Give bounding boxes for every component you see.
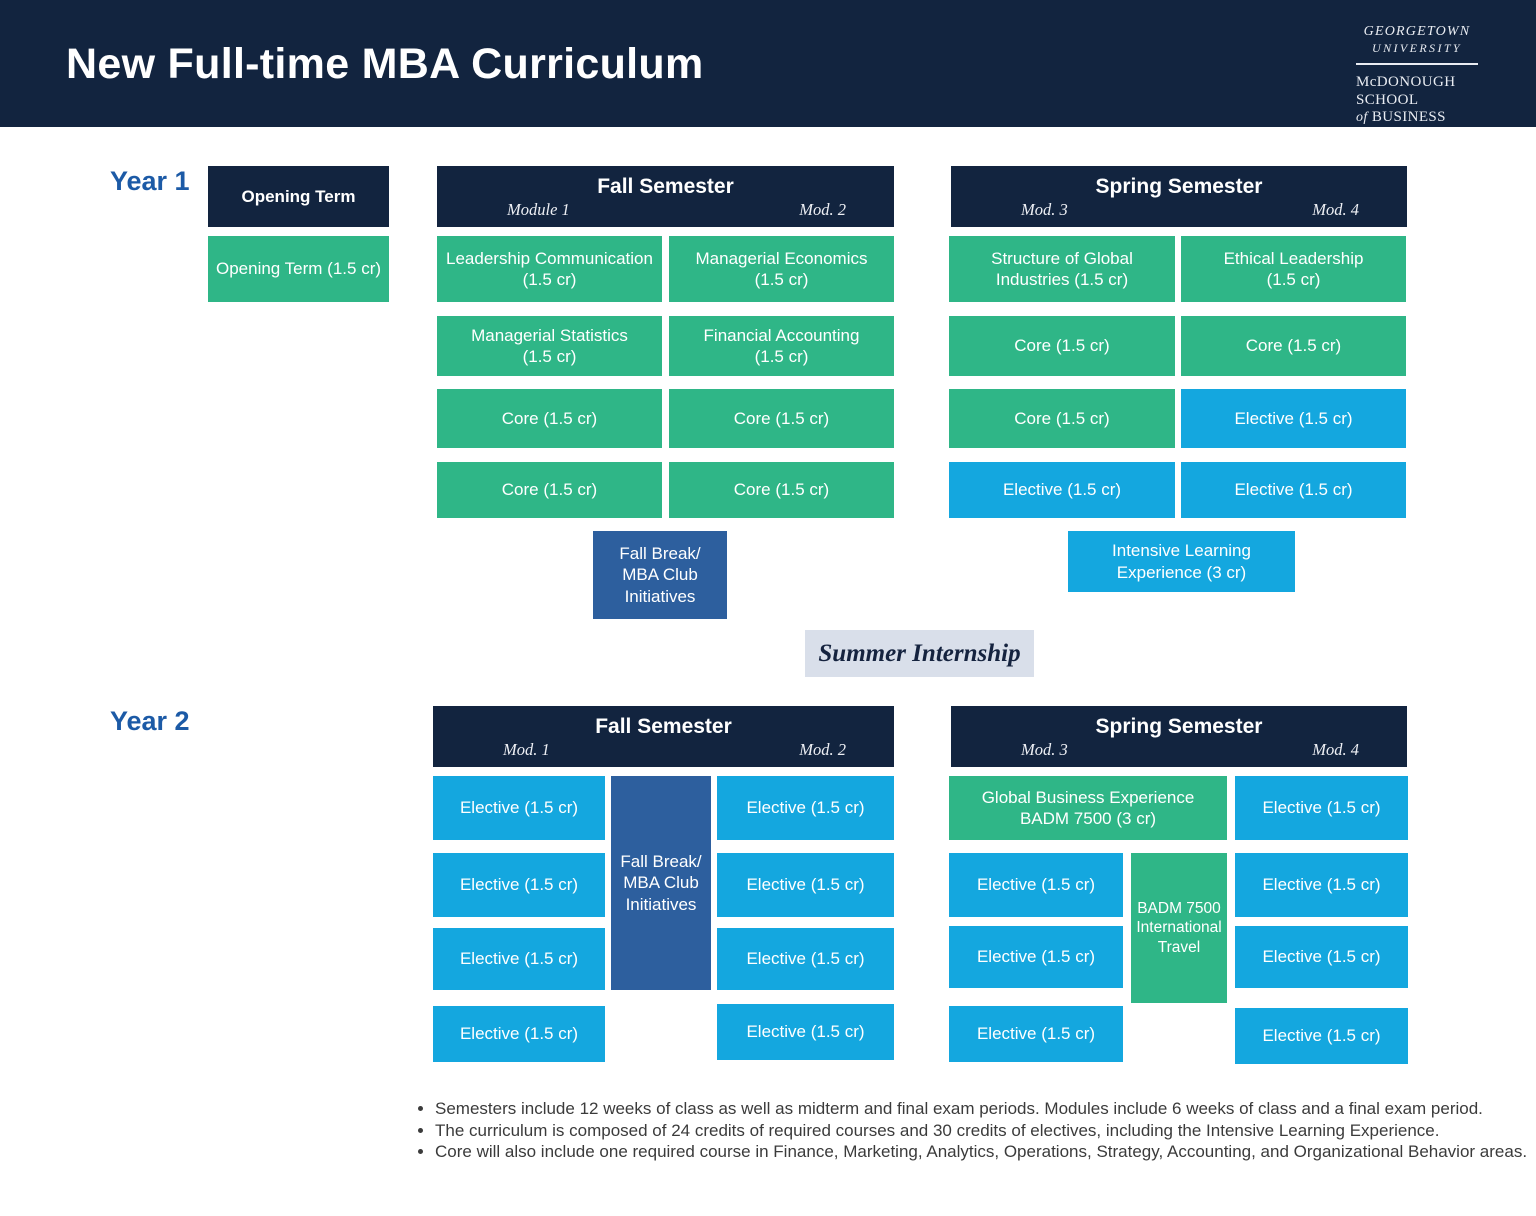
- page-title: New Full-time MBA Curriculum: [66, 40, 704, 88]
- y2-badm-international-travel-box: BADM 7500 International Travel: [1131, 853, 1227, 1003]
- y1-fall-break-box: Fall Break/ MBA Club Initiatives: [593, 531, 727, 619]
- logo-school-line2: SCHOOL: [1356, 91, 1419, 108]
- logo-business-word: BUSINESS: [1371, 109, 1446, 126]
- y1-fall-course-2: Managerial Economics (1.5 cr): [669, 236, 894, 302]
- y2-fall-elective-left-3: Elective (1.5 cr): [433, 928, 605, 990]
- y2-fall-elective-right-2: Elective (1.5 cr): [717, 853, 894, 917]
- y2-fall-elective-left-1: Elective (1.5 cr): [433, 776, 605, 840]
- y2-spring-elective-left-1: Elective (1.5 cr): [949, 853, 1123, 917]
- y1-fall-course-1: Leadership Communication (1.5 cr): [437, 236, 662, 302]
- y2-spring-semester-header: Spring Semester Mod. 3 Mod. 4: [951, 706, 1407, 767]
- y1-fall-course-5: Core (1.5 cr): [437, 389, 662, 448]
- logo-divider: [1356, 63, 1478, 65]
- y2-spring-elective-left-2: Elective (1.5 cr): [949, 926, 1123, 988]
- y1-fall-course-7: Core (1.5 cr): [437, 462, 662, 518]
- y2-fall-elective-left-2: Elective (1.5 cr): [433, 853, 605, 917]
- y1-spring-course-1: Structure of Global Industries (1.5 cr): [949, 236, 1175, 302]
- y2-fall-elective-left-4: Elective (1.5 cr): [433, 1006, 605, 1062]
- y1-spring-course-4: Core (1.5 cr): [1181, 316, 1406, 376]
- year1-label: Year 1: [110, 166, 190, 196]
- y2-fall-break-box: Fall Break/ MBA Club Initiatives: [611, 776, 711, 990]
- y2-spring-elective-right-2: Elective (1.5 cr): [1235, 853, 1408, 917]
- y2-fall-module-left: Mod. 1: [503, 740, 550, 759]
- y1-fall-course-6: Core (1.5 cr): [669, 389, 894, 448]
- y1-fall-title: Fall Semester: [597, 175, 734, 198]
- footnote-1: Semesters include 12 weeks of class as w…: [435, 1098, 1536, 1120]
- y2-spring-module-right: Mod. 4: [1312, 740, 1359, 759]
- y1-spring-title: Spring Semester: [1095, 175, 1263, 198]
- y1-fall-course-4: Financial Accounting (1.5 cr): [669, 316, 894, 376]
- logo-of-word: of: [1356, 110, 1368, 126]
- y1-opening-term-header: Opening Term: [208, 166, 389, 227]
- y2-global-business-experience-box: Global Business Experience BADM 7500 (3 …: [949, 776, 1227, 840]
- y1-spring-module-right: Mod. 4: [1312, 200, 1359, 219]
- y2-spring-elective-left-3: Elective (1.5 cr): [949, 1006, 1123, 1062]
- y2-fall-elective-right-3: Elective (1.5 cr): [717, 928, 894, 990]
- summer-internship-banner: Summer Internship: [805, 630, 1034, 677]
- logo-school-line3: of BUSINESS: [1356, 109, 1478, 127]
- footnote-3: Core will also include one required cour…: [435, 1141, 1536, 1163]
- y1-fall-module-left: Module 1: [507, 200, 570, 219]
- y2-spring-module-left: Mod. 3: [1021, 740, 1068, 759]
- logo-university-line1: GEORGETOWN: [1363, 24, 1471, 39]
- y2-fall-module-right: Mod. 2: [799, 740, 846, 759]
- y1-spring-course-6: Elective (1.5 cr): [1181, 389, 1406, 448]
- year2-label: Year 2: [110, 706, 190, 736]
- y2-fall-elective-right-1: Elective (1.5 cr): [717, 776, 894, 840]
- y2-spring-elective-right-4: Elective (1.5 cr): [1235, 1008, 1408, 1064]
- footnote-2: The curriculum is composed of 24 credits…: [435, 1120, 1536, 1142]
- y1-spring-course-7: Elective (1.5 cr): [949, 462, 1175, 518]
- y1-spring-course-5: Core (1.5 cr): [949, 389, 1175, 448]
- y1-opening-term-course: Opening Term (1.5 cr): [208, 236, 389, 302]
- footnotes-list: Semesters include 12 weeks of class as w…: [403, 1098, 1536, 1163]
- logo-school-line1: McDONOUGH: [1356, 74, 1456, 90]
- y1-spring-course-3: Core (1.5 cr): [949, 316, 1175, 376]
- y2-fall-title: Fall Semester: [595, 715, 732, 738]
- y2-spring-elective-right-3: Elective (1.5 cr): [1235, 926, 1408, 988]
- logo-university-line2: UNIVERSITY: [1372, 41, 1462, 55]
- y2-fall-semester-header: Fall Semester Mod. 1 Mod. 2: [433, 706, 894, 767]
- y1-spring-course-2: Ethical Leadership (1.5 cr): [1181, 236, 1406, 302]
- y1-fall-module-right: Mod. 2: [799, 200, 846, 219]
- y1-fall-semester-header: Fall Semester Module 1 Mod. 2: [437, 166, 894, 227]
- y1-spring-semester-header: Spring Semester Mod. 3 Mod. 4: [951, 166, 1407, 227]
- y2-spring-title: Spring Semester: [1095, 715, 1263, 738]
- y2-fall-elective-right-4: Elective (1.5 cr): [717, 1004, 894, 1060]
- y2-spring-elective-right-1: Elective (1.5 cr): [1235, 776, 1408, 840]
- y1-intensive-learning-box: Intensive Learning Experience (3 cr): [1068, 531, 1295, 592]
- y1-fall-course-8: Core (1.5 cr): [669, 462, 894, 518]
- georgetown-logo: GEORGETOWN UNIVERSITY McDONOUGH SCHOOL o…: [1356, 24, 1478, 127]
- header-band: New Full-time MBA Curriculum GEORGETOWN …: [0, 0, 1536, 127]
- y1-spring-module-left: Mod. 3: [1021, 200, 1068, 219]
- y1-fall-course-3: Managerial Statistics (1.5 cr): [437, 316, 662, 376]
- y1-spring-course-8: Elective (1.5 cr): [1181, 462, 1406, 518]
